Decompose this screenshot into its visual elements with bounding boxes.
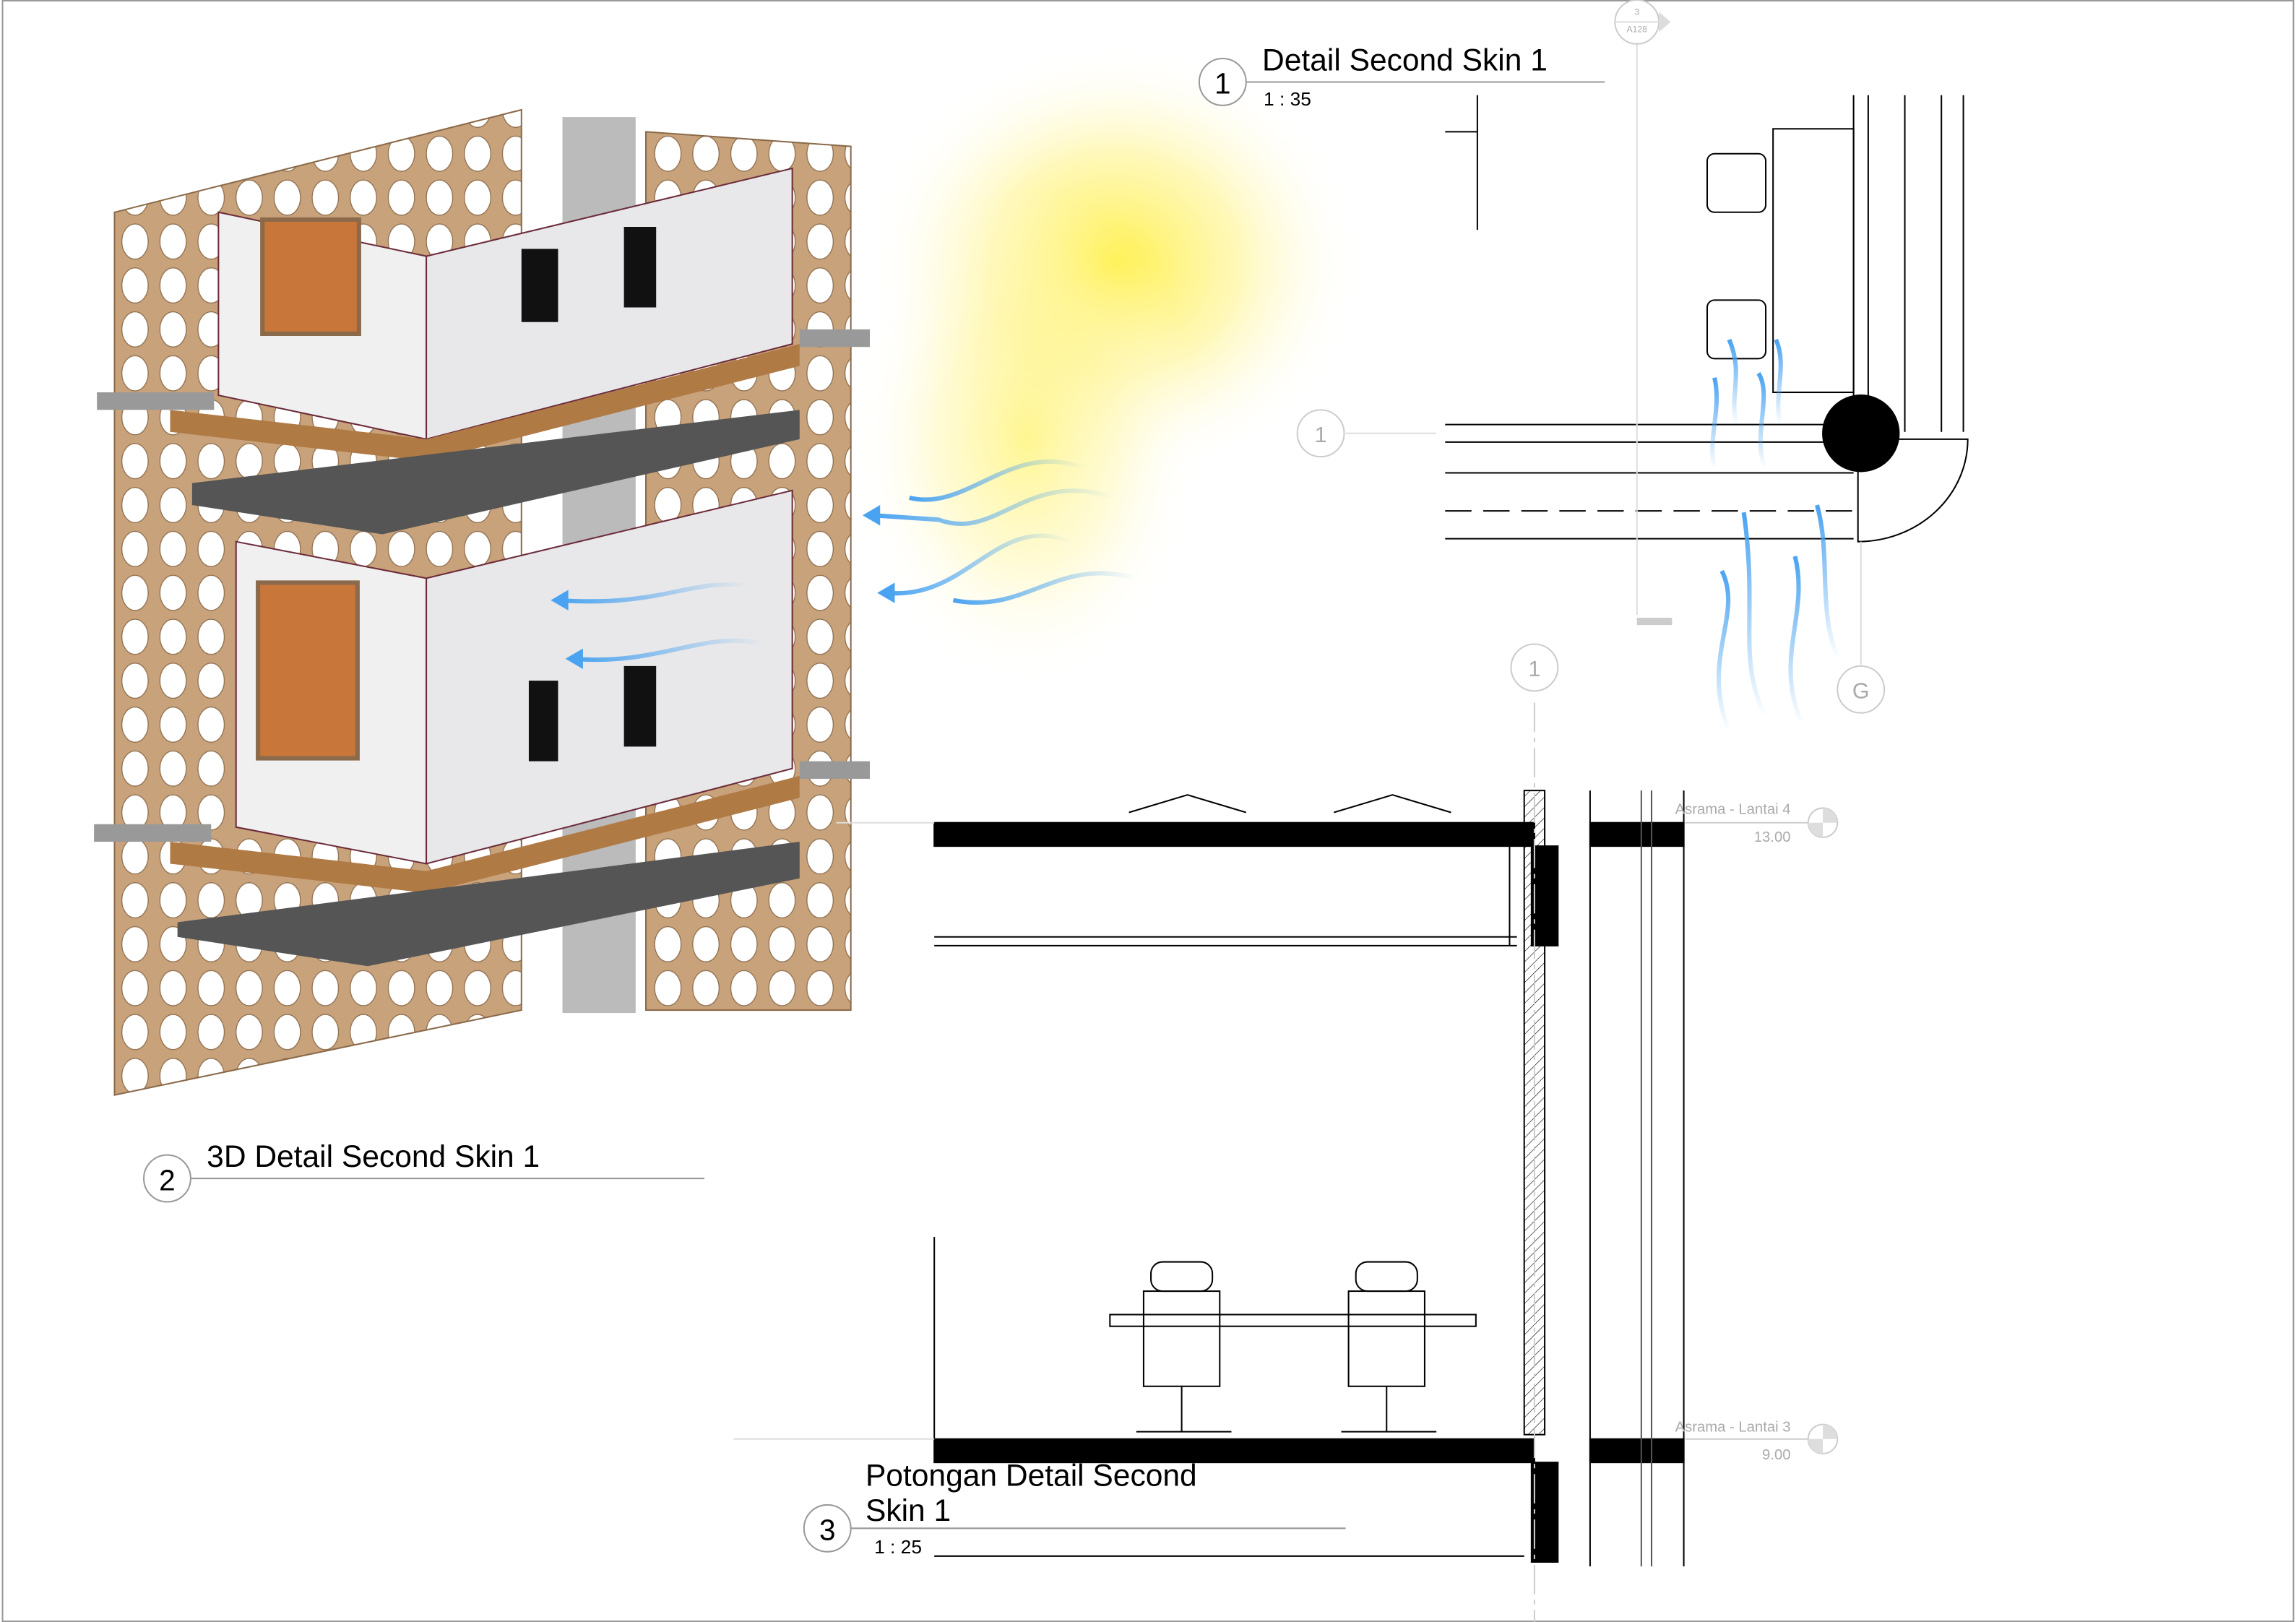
view-number: 2 [159,1163,176,1196]
grid-bubble-1-plan: 1 [1296,409,1437,458]
3d-detail-view [94,108,871,1096]
level-marker-lantai-4: Asrama - Lantai 4 13.00 [1675,802,1839,845]
grid-label: 1 [1528,657,1540,681]
view-title-2: 2 3D Detail Second Skin 1 [143,1139,705,1203]
view-title: 3D Detail Second Skin 1 [207,1139,540,1174]
level-name: Asrama - Lantai 4 [1675,802,1791,818]
office-chairs [499,227,657,762]
grid-bubble-g: G [1837,541,1886,714]
view-number: 1 [1214,67,1231,100]
level-elevation: 9.00 [1762,1447,1790,1463]
level-elevation: 13.00 [1754,829,1791,845]
lower-floor [170,775,800,893]
balcony-ledge [94,824,212,842]
upper-room-back-wall [426,167,793,441]
balcony-ledge [799,329,871,348]
lower-room-back-wall [426,489,793,865]
balcony-ledge [799,761,871,779]
view-title-3: 3 Potongan Detail Second Skin 1 1 : 25 [803,1459,1346,1558]
section-detail-view [933,790,1685,1567]
upper-floor [170,344,800,462]
upper-slab [191,410,800,535]
column-plan [1822,394,1900,473]
balcony-ledge [97,392,215,410]
view-number: 3 [819,1514,836,1547]
level-name: Asrama - Lantai 3 [1675,1420,1791,1436]
view-title: Potongan Detail Second [866,1459,1197,1493]
view-scale: 1 : 25 [874,1536,922,1558]
lower-slab [177,842,800,967]
sun-glow [850,190,1202,689]
level-marker-lantai-3: Asrama - Lantai 3 9.00 [1675,1420,1839,1463]
view-title-1: 1 Detail Second Skin 1 1 : 35 [1198,43,1605,110]
plan-airflow [1710,338,1842,733]
airflow-arrows [558,459,1137,663]
section-marker-number: 3 [1634,7,1639,17]
section-marker-sheet: A128 [1627,25,1648,35]
view-title-line-2: Skin 1 [866,1493,951,1528]
grid-bubble-1-section: 1 [1510,643,1559,692]
window [260,217,361,337]
airflow-arrowheads [551,505,895,669]
section-marker[interactable]: 3 A128 [1614,0,1671,45]
view-scale: 1 : 35 [1264,88,1311,110]
view-title: Detail Second Skin 1 [1262,43,1548,77]
grid-label: 1 [1315,423,1327,447]
section-chairs [1109,794,1477,1433]
plan-detail-view [1445,95,1969,543]
window [256,580,360,761]
grid-label: G [1852,678,1870,703]
